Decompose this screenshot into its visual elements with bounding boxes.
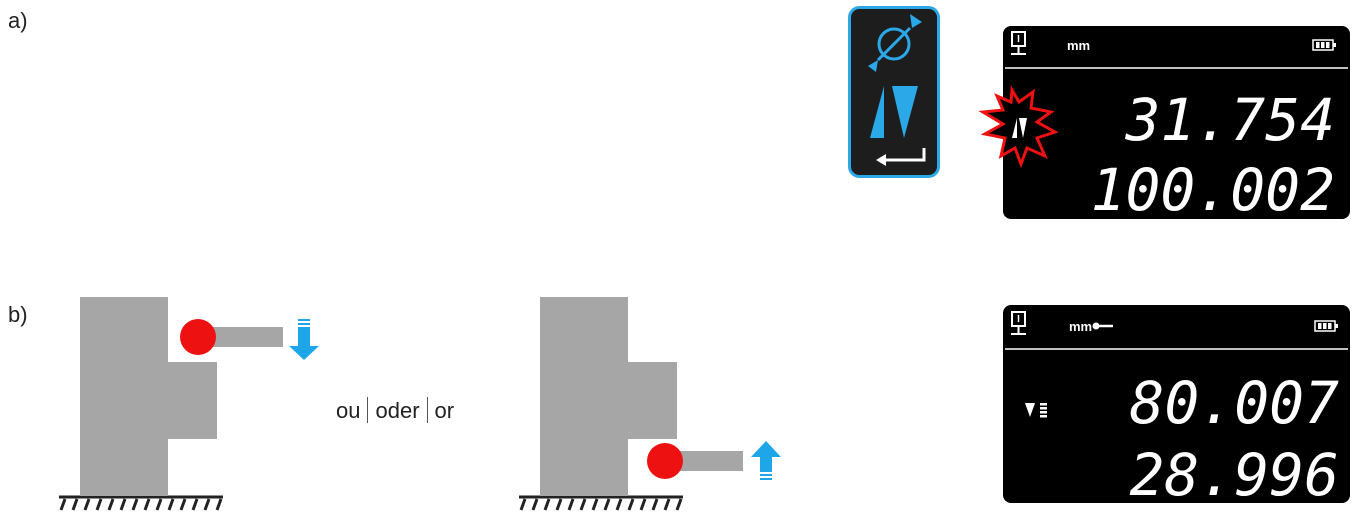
probe-icon xyxy=(1092,322,1113,330)
separator xyxy=(367,397,369,423)
reading-top: 80.007 xyxy=(1129,369,1339,437)
unit-label: mm xyxy=(1069,319,1092,334)
hatched-base xyxy=(519,495,683,511)
up-down-triangle-icon xyxy=(870,86,918,138)
flashing-burst-icon xyxy=(978,85,1059,169)
arrow-down-icon xyxy=(289,319,319,360)
probe-up-diagram xyxy=(519,297,781,511)
or-text-de: oder xyxy=(375,398,420,423)
separator xyxy=(426,397,428,423)
workpiece-block xyxy=(540,297,677,496)
probe-ball xyxy=(180,319,216,355)
diameter-key-button[interactable] xyxy=(848,6,940,178)
display-a: mm 31.754 100.002 xyxy=(978,26,1350,219)
reading-top: 31.754 xyxy=(1124,86,1335,154)
reading-bottom: 100.002 xyxy=(1091,156,1335,219)
panel-label-b: b) xyxy=(8,302,28,327)
display-b: mm 80.007 28.996 xyxy=(1003,305,1350,503)
or-text-en: or xyxy=(434,398,455,423)
hatched-base xyxy=(59,495,223,511)
monitor-icon xyxy=(1011,31,1026,55)
monitor-icon xyxy=(1011,311,1026,335)
probe-ball xyxy=(647,443,683,479)
down-indicator-icon xyxy=(1025,403,1047,418)
enter-arrow-icon xyxy=(876,148,926,166)
arrow-up-icon xyxy=(751,441,781,480)
battery-icon xyxy=(1312,39,1336,51)
panel-label-a: a) xyxy=(8,8,28,33)
unit-label: mm xyxy=(1067,38,1090,53)
probe-down-diagram xyxy=(59,297,319,511)
probe-stem xyxy=(663,451,743,471)
probe-stem xyxy=(195,327,283,347)
or-text-fr: ou xyxy=(336,398,361,423)
reading-bottom: 28.996 xyxy=(1129,441,1339,503)
workpiece-block xyxy=(80,297,217,496)
battery-icon xyxy=(1314,320,1338,332)
diameter-icon xyxy=(868,14,922,72)
